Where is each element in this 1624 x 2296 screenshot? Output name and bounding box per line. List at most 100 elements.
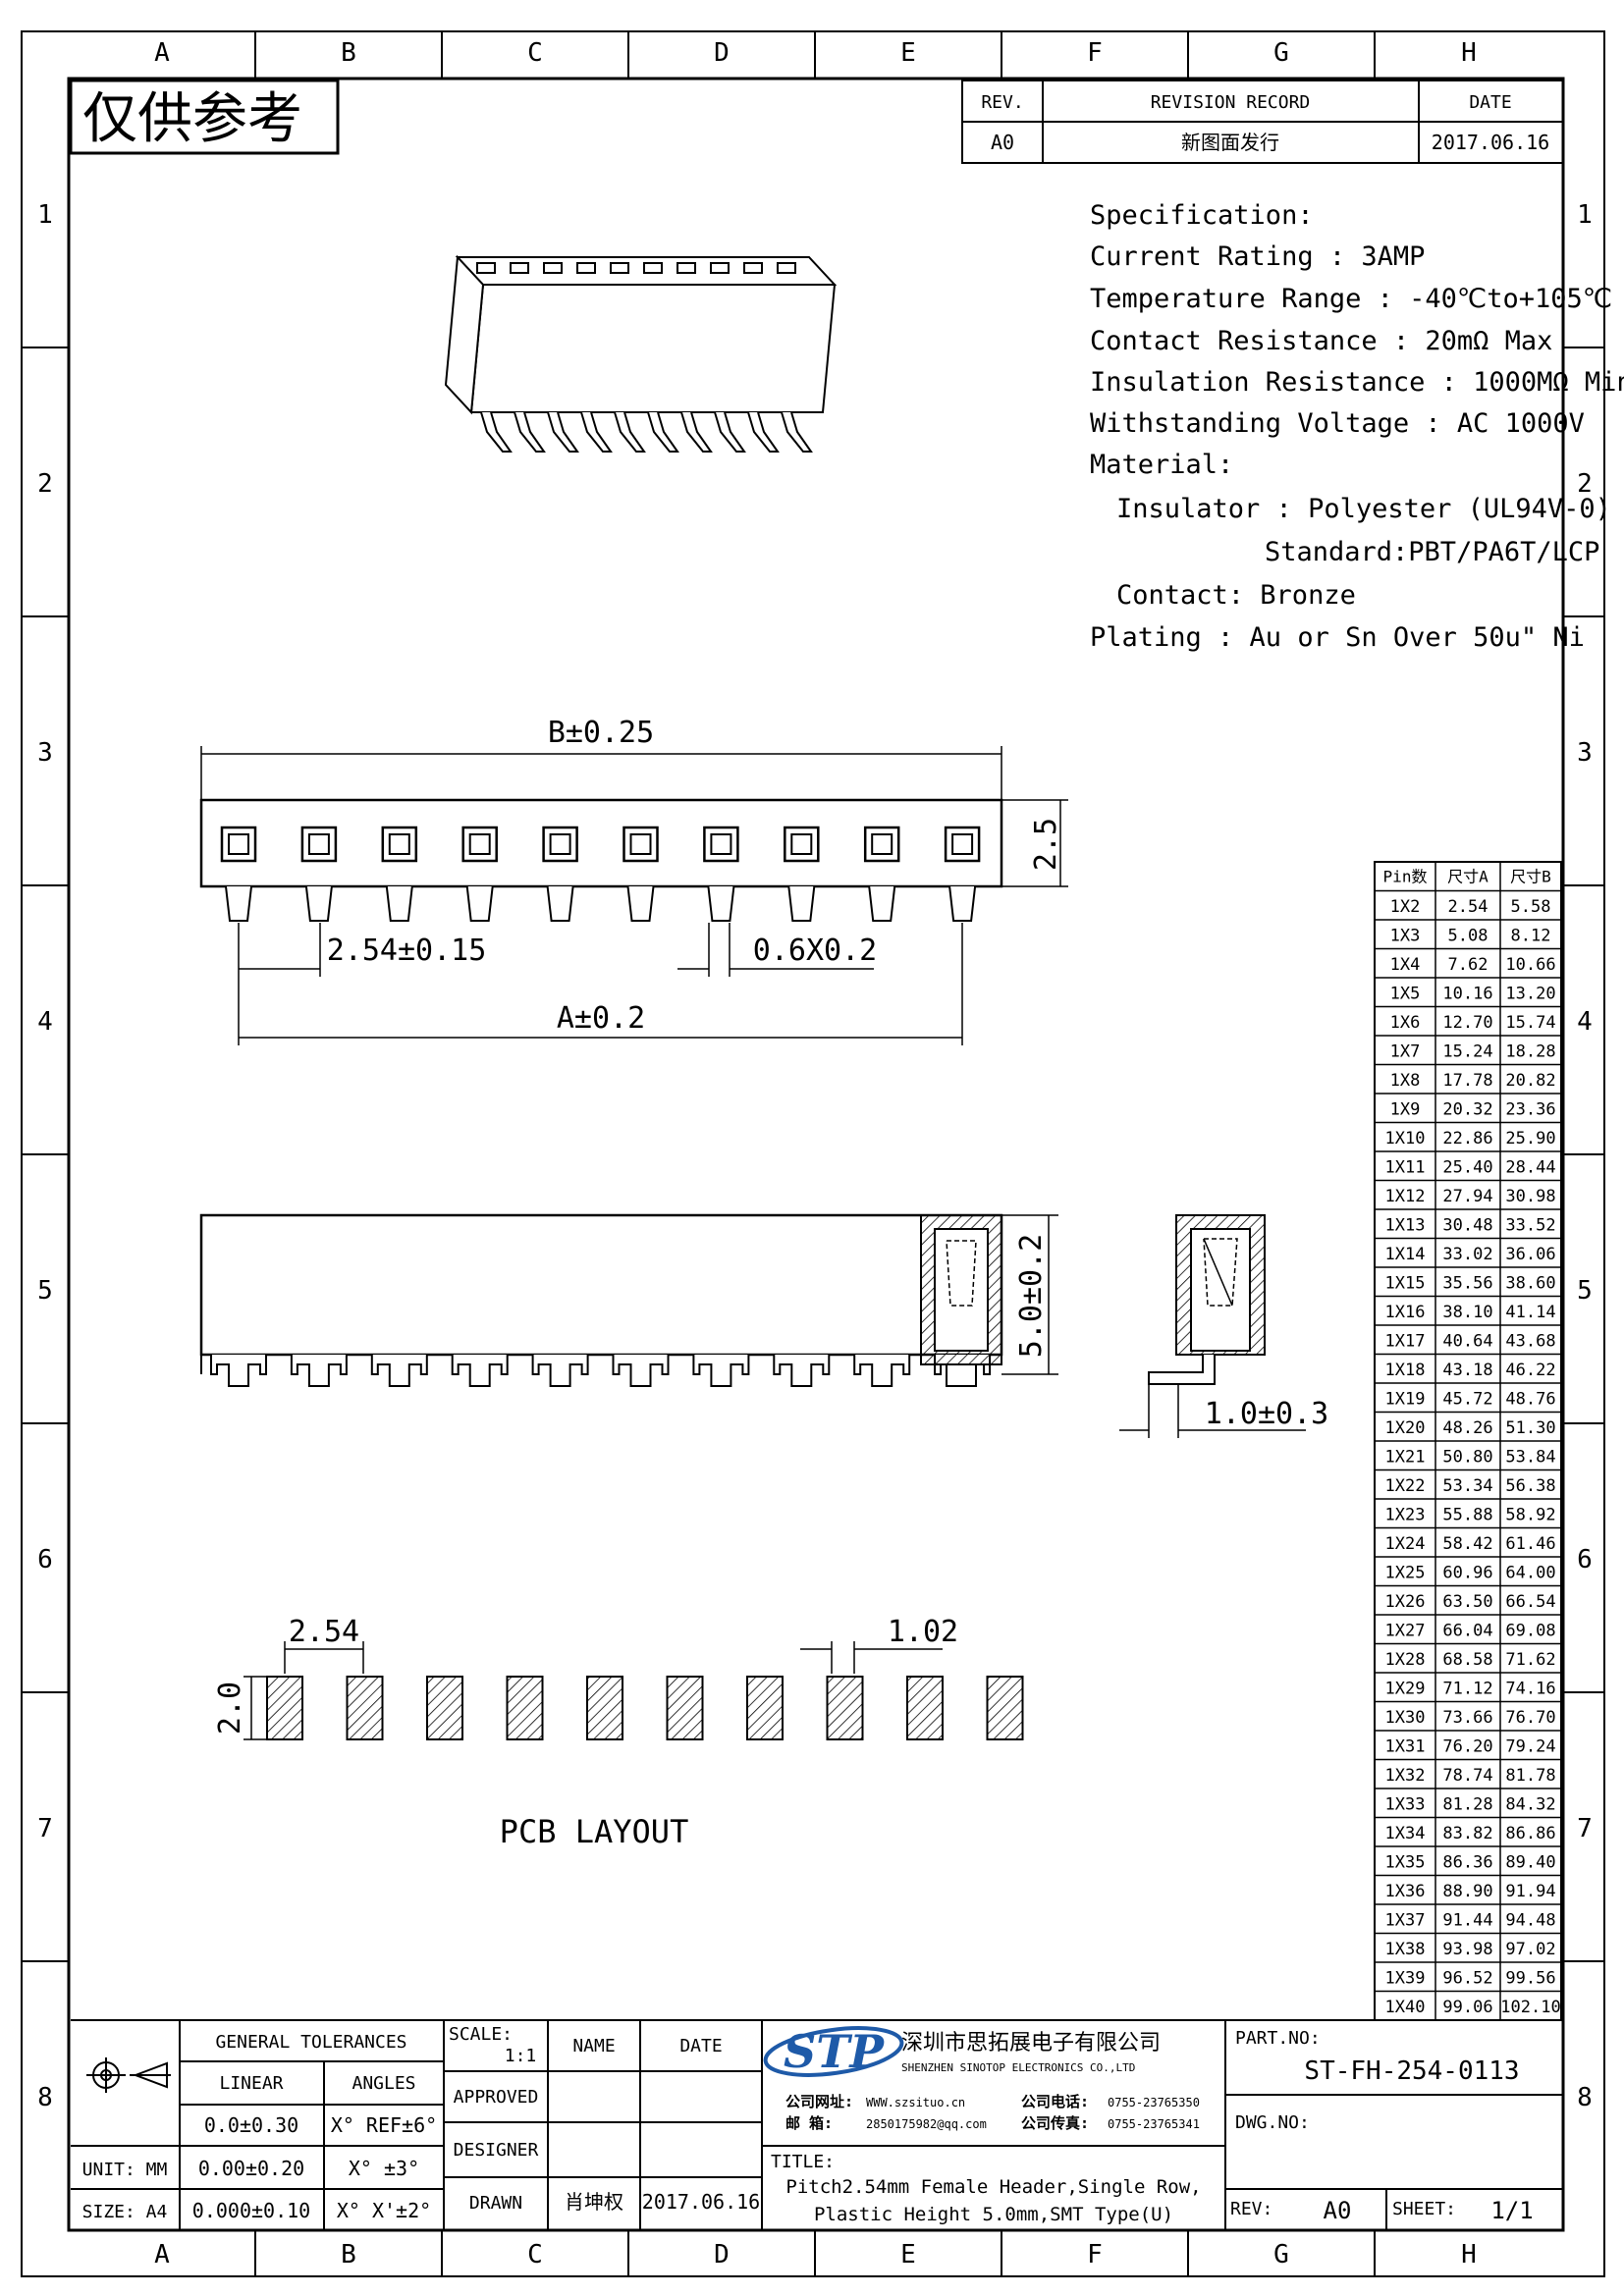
pcb-pad	[666, 1676, 704, 1740]
size-table-header: 尺寸A	[1447, 868, 1489, 886]
spec-title: Specification:	[1090, 200, 1314, 231]
spec-line: Insulation Resistance : 1000MΩ Min	[1090, 367, 1624, 398]
size-table-cell: 53.84	[1505, 1448, 1555, 1468]
dim-pcb-pitch: 2.54	[289, 1615, 359, 1649]
pcb-pad	[826, 1676, 864, 1740]
size-table-cell: 1X15	[1385, 1274, 1426, 1294]
size-table-cell: 1X2	[1390, 897, 1421, 917]
frame-row-label: 7	[1577, 1814, 1593, 1843]
top-hole-inner	[468, 833, 491, 855]
size-table-cell: 1X14	[1385, 1245, 1426, 1264]
top-hole-inner	[871, 833, 893, 855]
size-table-cell: 58.42	[1442, 1534, 1492, 1554]
frame-col-label: C	[527, 38, 543, 68]
frame-col-label: G	[1273, 38, 1289, 68]
frame-row-label: 2	[37, 469, 53, 499]
size-table-cell: 23.36	[1505, 1100, 1555, 1120]
top-hole-inner	[549, 833, 571, 855]
pcb-pad	[906, 1676, 944, 1740]
top-pin	[385, 885, 413, 922]
frame-col-label: D	[714, 38, 730, 68]
size-table-cell: 1X21	[1385, 1448, 1426, 1468]
name-header: NAME	[572, 2036, 615, 2056]
size-table-cell: 1X9	[1390, 1100, 1421, 1120]
top-pin	[948, 885, 977, 922]
dim-b: B±0.25	[548, 716, 654, 750]
iso-slot	[510, 262, 529, 274]
iso-slot	[543, 262, 563, 274]
size-table-cell: 45.72	[1442, 1390, 1492, 1410]
mail-value: 2850175982@qq.com	[866, 2117, 987, 2131]
drawn-label: DRAWN	[469, 2193, 522, 2214]
size-table-cell: 1X3	[1390, 927, 1421, 946]
size-table-cell: 60.96	[1442, 1564, 1492, 1583]
front-pin	[692, 1355, 750, 1387]
size-table-cell: 5.08	[1448, 927, 1489, 946]
frame-row-label: 8	[1577, 2083, 1593, 2112]
size-table-cell: 1X28	[1385, 1650, 1426, 1670]
date-header: DATE	[679, 2036, 722, 2056]
size-table-cell: 1X33	[1385, 1795, 1426, 1815]
frame-col-label: E	[900, 38, 916, 68]
size-table-cell: 56.38	[1505, 1476, 1555, 1496]
size-table-cell: 43.68	[1505, 1332, 1555, 1352]
size-table-cell: 53.34	[1442, 1476, 1492, 1496]
top-view: B±0.25 2.5 2.54±0.15 0.6X0.2 A±0.2	[199, 716, 1068, 1045]
isometric-view	[444, 254, 838, 453]
front-pin	[612, 1355, 670, 1387]
frame-col-label: B	[341, 2240, 356, 2269]
top-pin	[546, 885, 574, 922]
size-table-cell: 38.10	[1442, 1303, 1492, 1322]
size-table-cell: 76.70	[1505, 1708, 1555, 1728]
size-table-cell: 1X40	[1385, 1998, 1426, 2017]
top-hole	[944, 826, 981, 863]
size-table-cell: 76.20	[1442, 1737, 1492, 1757]
sheet-value: 1/1	[1490, 2197, 1533, 2224]
dim-a: A±0.2	[557, 1001, 645, 1036]
size-table-cell: 38.60	[1505, 1274, 1555, 1294]
frame-row-label: 8	[37, 2083, 53, 2112]
spec-line: Contact Resistance : 20mΩ Max	[1090, 326, 1552, 356]
iso-pin	[680, 411, 713, 453]
size-table-cell: 15.74	[1505, 1013, 1555, 1033]
size-table-cell: 86.86	[1505, 1824, 1555, 1843]
size-table-cell: 10.66	[1505, 955, 1555, 975]
size-table-cell: 13.20	[1505, 985, 1555, 1004]
pcb-pad	[346, 1676, 384, 1740]
iso-slot	[677, 262, 696, 274]
size-table-cell: 84.32	[1505, 1795, 1555, 1815]
part-no: ST-FH-254-0113	[1304, 2056, 1519, 2086]
spec-line: Contact: Bronze	[1116, 580, 1356, 611]
frame-col-label: A	[154, 38, 170, 68]
front-pin	[853, 1355, 911, 1387]
iso-pin	[547, 411, 579, 453]
size-table-cell: 33.02	[1442, 1245, 1492, 1264]
general-tolerances: GENERAL TOLERANCES	[215, 2032, 406, 2053]
size-table-cell: 88.90	[1442, 1882, 1492, 1901]
fax-value: 0755-23765341	[1108, 2117, 1200, 2131]
size-table-cell: 1X27	[1385, 1622, 1426, 1641]
tel-value: 0755-23765350	[1108, 2096, 1200, 2109]
title-label: TITLE:	[771, 2152, 835, 2172]
top-hole-inner	[388, 833, 410, 855]
front-pin	[290, 1355, 348, 1387]
frame-row-label: 3	[1577, 738, 1593, 768]
size-table-cell: 63.50	[1442, 1592, 1492, 1612]
size-table-cell: 79.24	[1505, 1737, 1555, 1757]
top-pin	[465, 885, 494, 922]
tol-angle: X° ±3°	[349, 2157, 419, 2180]
frame-col-label: B	[341, 38, 356, 68]
frame-grid	[22, 31, 1604, 2276]
iso-slot	[643, 262, 663, 274]
size-table-cell: 1X24	[1385, 1534, 1426, 1554]
size-table-cell: 17.78	[1442, 1071, 1492, 1091]
dwg-no-label: DWG.NO:	[1235, 2112, 1310, 2133]
size-table-cell: 1X26	[1385, 1592, 1426, 1612]
size-table-cell: 22.86	[1442, 1129, 1492, 1148]
size-table-cell: 71.12	[1442, 1680, 1492, 1699]
size-table-cell: 30.48	[1442, 1216, 1492, 1236]
size-table-cell: 55.88	[1442, 1506, 1492, 1525]
size-table-cell: 71.62	[1505, 1650, 1555, 1670]
size-table-cell: 7.62	[1448, 955, 1489, 975]
